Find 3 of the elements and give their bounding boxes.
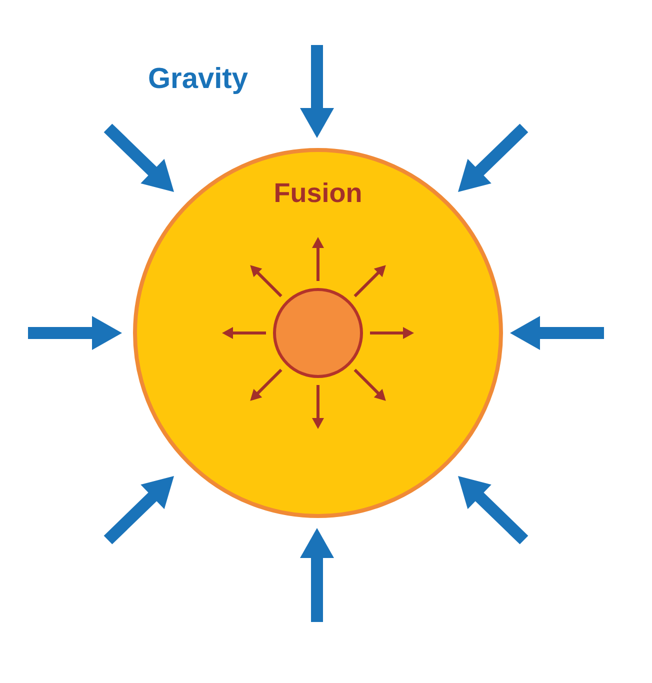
core-circle bbox=[273, 288, 363, 378]
fusion-label: Fusion bbox=[274, 178, 362, 209]
gravity-label: Gravity bbox=[148, 63, 248, 96]
